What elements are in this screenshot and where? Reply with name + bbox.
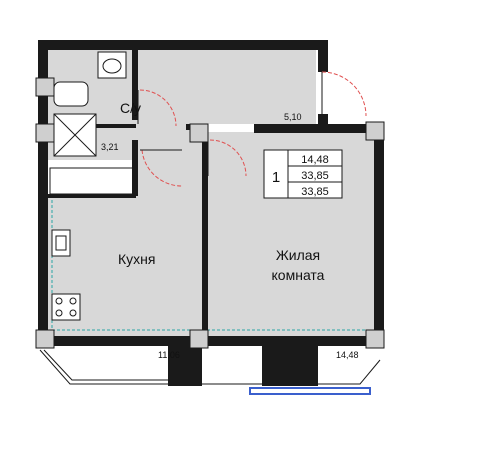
columns xyxy=(35,77,385,349)
balcony-window xyxy=(249,387,371,395)
hall-floor xyxy=(136,48,316,124)
hall-area: 5,10 xyxy=(284,112,302,122)
kitchen-label: Кухня xyxy=(118,251,155,267)
living-label-line2: комната xyxy=(272,267,325,283)
bathroom-area: 3,21 xyxy=(101,142,119,152)
balcony xyxy=(39,349,381,385)
kitchen-area: 11,06 xyxy=(158,350,180,360)
window-lines xyxy=(51,200,370,331)
toilet xyxy=(53,81,89,107)
door-leaves xyxy=(137,72,323,176)
apartment-info-box: 1 14,48 33,85 33,85 xyxy=(263,149,343,199)
stove xyxy=(51,293,81,321)
total-area-with-balcony-value: 33,85 xyxy=(301,186,329,198)
living-area-value: 14,48 xyxy=(301,154,329,166)
shelf-niche xyxy=(49,167,135,195)
living-area: 14,48 xyxy=(336,350,359,360)
rooms-count: 1 xyxy=(272,169,280,186)
total-area-value: 33,85 xyxy=(301,170,329,182)
door-swings xyxy=(139,71,367,187)
bathroom-label: С/у xyxy=(120,100,141,116)
living-label-line1: Жилая xyxy=(276,247,320,263)
bathroom-fixtures xyxy=(53,51,127,157)
kitchen-fixtures xyxy=(51,229,81,321)
